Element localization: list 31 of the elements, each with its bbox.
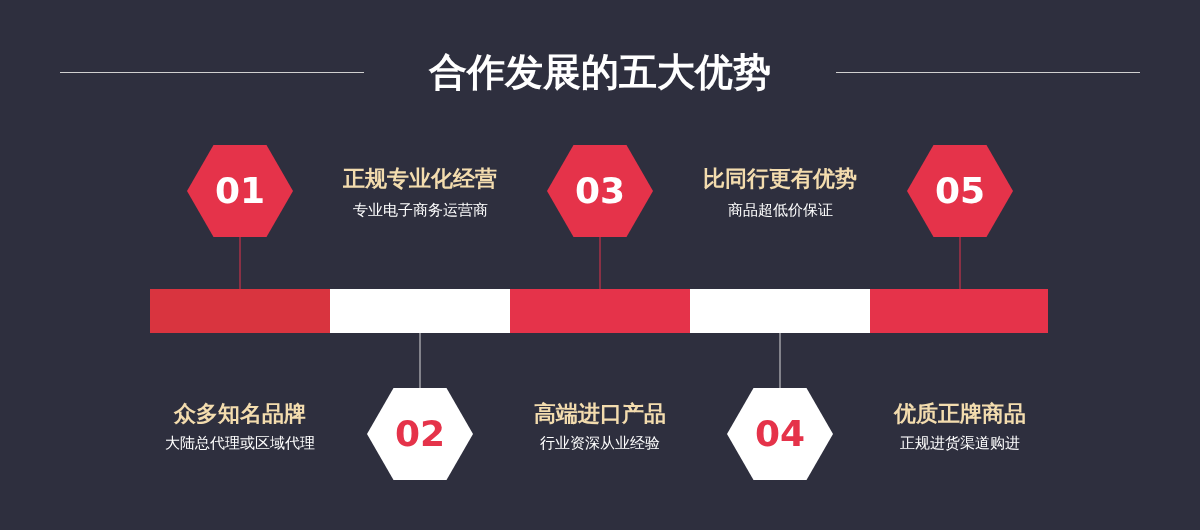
- feature-description: 商品超低价保证: [726, 200, 834, 220]
- feature-description: 专业电子商务运营商: [351, 200, 489, 220]
- feature-description: 正规进货渠道购进: [899, 433, 1021, 453]
- badge-number: 05: [934, 173, 986, 209]
- badge-number: 01: [214, 173, 266, 209]
- connector-line: [419, 332, 421, 389]
- connector-line: [779, 332, 781, 389]
- connector-line: [599, 236, 601, 290]
- feature-description: 行业资深从业经验: [539, 433, 661, 453]
- hexagon-badge: [727, 388, 833, 480]
- feature-heading: 正规专业化经营: [342, 165, 498, 193]
- connector-line: [239, 236, 241, 290]
- feature-heading: 优质正牌商品: [892, 400, 1027, 428]
- timeline-segment: [150, 289, 330, 333]
- hexagon-badge: [367, 388, 473, 480]
- hexagon-badge: [907, 145, 1013, 237]
- feature-heading: 比同行更有优势: [702, 165, 858, 193]
- hexagon-badge: [547, 145, 653, 237]
- timeline-segment: [510, 289, 690, 333]
- hexagon-badge: [187, 145, 293, 237]
- badge-number: 03: [574, 173, 626, 209]
- feature-description: 大陆总代理或区域代理: [164, 433, 316, 453]
- connector-line: [959, 236, 961, 290]
- timeline-segment: [870, 289, 1048, 333]
- timeline-segment: [330, 289, 510, 333]
- feature-heading: 众多知名品牌: [173, 400, 307, 428]
- timeline-segment: [690, 289, 870, 333]
- badge-number: 02: [394, 416, 446, 452]
- badge-number: 04: [754, 416, 806, 452]
- title: 合作发展的五大优势: [428, 49, 772, 96]
- feature-heading: 高端进口产品: [533, 400, 667, 428]
